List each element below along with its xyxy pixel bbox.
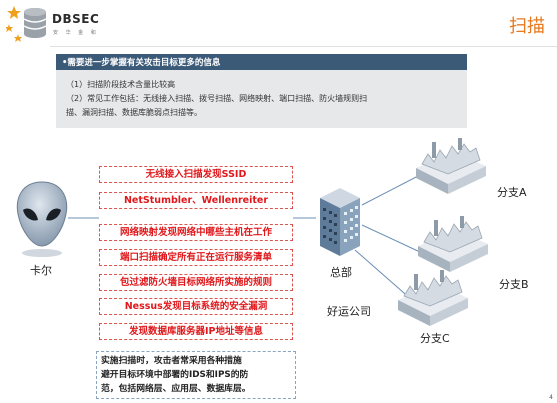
link-branch-a: [361, 174, 421, 206]
note-line-2: 避开目标环境中部署的IDS和IPS的防: [101, 370, 249, 380]
scan-item-tools: NetStumbler、Wellenreiter: [99, 192, 293, 209]
info-line-1: （1）扫描阶段技术含量比较高: [66, 80, 176, 89]
company-label: 好运公司: [327, 305, 371, 318]
scan-item-db-ip: 发现数据库服务器IP地址等信息: [99, 323, 293, 340]
alien-attacker-icon: [16, 181, 68, 257]
branch-c-label: 分支C: [420, 332, 450, 345]
info-body: （1）扫描阶段技术含量比较高 （2）常见工作包括：无线接入扫描、拨号扫描、网络映…: [56, 70, 467, 128]
logo-subtitle: 安 华 金 和: [53, 30, 99, 36]
factory-branch-c-icon: [398, 270, 468, 326]
scan-item-nessus: Nessus发现目标系统的安全漏洞: [99, 298, 293, 315]
logo-name: DBSEC: [52, 12, 100, 26]
branch-a-label: 分支A: [497, 186, 527, 199]
dbsec-logo: DBSEC 安 华 金 和: [6, 4, 136, 44]
info-line-3: 描、漏洞扫描、数据库脆弱点扫描等。: [66, 108, 202, 117]
database-logo-icon: [6, 6, 47, 42]
link-branch-c: [354, 249, 413, 301]
branch-b-label: 分支B: [499, 278, 529, 291]
evasion-note: 实施扫描时，攻击者常采用各种措施 避开目标环境中部署的IDS和IPS的防 范，包…: [96, 351, 296, 399]
page-number: 4: [549, 394, 553, 401]
page-title: 扫描: [509, 16, 545, 37]
scan-item-firewall: 包过滤防火墙目标网络所实施的规则: [99, 274, 293, 291]
scan-item-ssid: 无线接入扫描发现SSID: [99, 166, 293, 183]
scan-item-port-scan: 端口扫描确定所有正在运行服务清单: [99, 249, 293, 266]
info-heading: •需要进一步掌握有关攻击目标更多的信息: [56, 54, 467, 70]
note-line-1: 实施扫描时，攻击者常采用各种措施: [101, 356, 242, 366]
info-line-2: （2）常见工作包括：无线接入扫描、拨号扫描、网络映射、端口扫描、防火墙规则扫: [66, 94, 368, 103]
attacker-label: 卡尔: [30, 264, 52, 277]
header-divider: [50, 46, 557, 47]
factory-branch-a-icon: [416, 138, 486, 194]
note-line-3: 范，包括网络层、应用层、数据库层。: [101, 384, 251, 394]
scan-item-network-map: 网络映射发现网络中哪些主机在工作: [99, 224, 293, 241]
link-branch-b: [361, 224, 421, 253]
server-building-icon: [320, 188, 360, 256]
hq-label: 总部: [330, 266, 352, 279]
factory-branch-b-icon: [418, 216, 488, 272]
